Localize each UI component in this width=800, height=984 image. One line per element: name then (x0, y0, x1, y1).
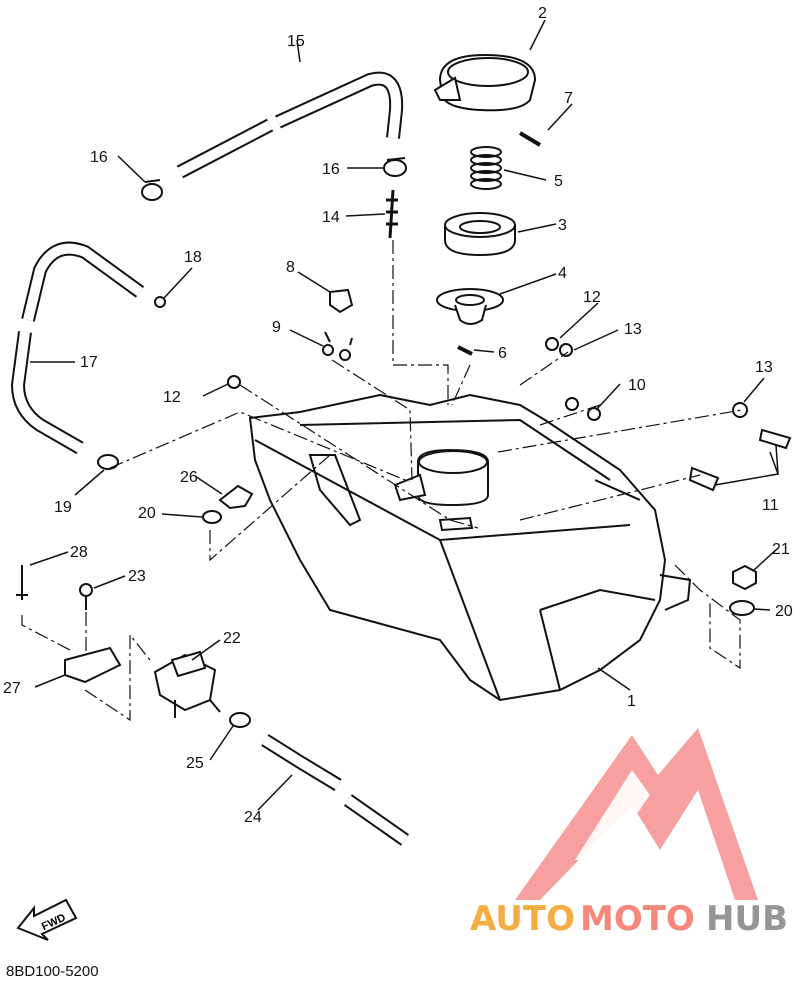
callout-5: 5 (554, 173, 563, 190)
pin-part-7 (518, 131, 542, 147)
callout-19: 19 (54, 499, 72, 516)
callout-7: 7 (564, 90, 573, 107)
callout-4: 4 (558, 265, 567, 282)
clip-part-9 (322, 331, 353, 361)
callout-1: 1 (627, 693, 636, 710)
callout-25: 25 (186, 755, 204, 772)
washer-part-13-top (559, 343, 573, 357)
callout-27: 27 (3, 680, 21, 697)
callout-8: 8 (286, 259, 295, 276)
fuel-cock-part-22 (153, 650, 221, 718)
callout-21: 21 (772, 541, 790, 558)
bracket-part-27 (64, 646, 122, 684)
automotohub-watermark: AUTO MOTO HUB (470, 899, 788, 939)
diagram-code: 8BD100-5200 (6, 963, 99, 980)
hose-part-24 (261, 734, 410, 846)
callout-9: 9 (272, 319, 281, 336)
callout-26: 26 (180, 469, 198, 486)
callout-16-left: 16 (90, 149, 108, 166)
fuel-tank (248, 393, 692, 702)
clamp-part-25 (229, 712, 251, 728)
callout-6: 6 (498, 345, 507, 362)
callout-14: 14 (322, 209, 340, 226)
callout-16-center: 16 (322, 161, 340, 178)
callout-28: 28 (70, 544, 88, 561)
damper-part-8 (329, 288, 354, 314)
watermark-hub: HUB (706, 899, 788, 939)
bolt-part-26 (218, 484, 254, 510)
washer-part-20-right (729, 600, 755, 616)
ring-part-3 (444, 212, 516, 257)
callout-12-top: 12 (583, 289, 601, 306)
callout-2: 2 (538, 5, 547, 22)
fitting-part-14 (386, 189, 398, 239)
callout-20-left: 20 (138, 505, 156, 522)
bolts-part-11 (688, 428, 792, 492)
spring (470, 146, 502, 190)
watermark-auto: AUTO (470, 899, 575, 939)
callout-13-top: 13 (624, 321, 642, 338)
callout-23: 23 (128, 568, 146, 585)
leader-lines (29, 19, 780, 811)
fwd-arrow-icon: FWD (16, 898, 78, 941)
pin-part-6 (457, 345, 473, 356)
hose-part-17 (10, 241, 145, 455)
clamp-part-16-left (141, 179, 163, 201)
callout-12-left: 12 (163, 389, 181, 406)
callout-11: 11 (762, 497, 779, 514)
washer-part-12-left (227, 375, 241, 389)
callout-13-right: 13 (755, 359, 773, 376)
filler-neck (393, 448, 489, 532)
washer-part-12-top (545, 337, 559, 351)
washer-part-20-left (202, 510, 222, 524)
watermark-moto: MOTO (580, 899, 695, 939)
fuel-cap (433, 53, 537, 112)
clamp-part-19 (97, 454, 119, 470)
callout-15: 15 (287, 33, 305, 50)
assembly-lines (21, 240, 743, 722)
callout-18: 18 (184, 249, 202, 266)
screw-part-28 (16, 565, 28, 600)
callout-10: 10 (628, 377, 646, 394)
bolt-part-23 (79, 583, 93, 610)
clip-part-18 (154, 296, 166, 308)
nut-part-21 (732, 564, 757, 591)
gasket-part-4 (436, 288, 504, 325)
automotohub-logo-icon (515, 728, 758, 900)
callout-22: 22 (223, 630, 241, 647)
clamp-part-16-center (383, 157, 407, 177)
callout-24: 24 (244, 809, 262, 826)
hose-part-15 (176, 71, 404, 179)
callout-17: 17 (80, 354, 98, 371)
callout-3: 3 (558, 217, 567, 234)
callout-20-right: 20 (775, 603, 793, 620)
collar-part-10 (565, 397, 601, 421)
callout-labels: 1 2 3 4 5 6 7 8 9 10 11 12 12 13 13 14 1… (3, 5, 793, 826)
